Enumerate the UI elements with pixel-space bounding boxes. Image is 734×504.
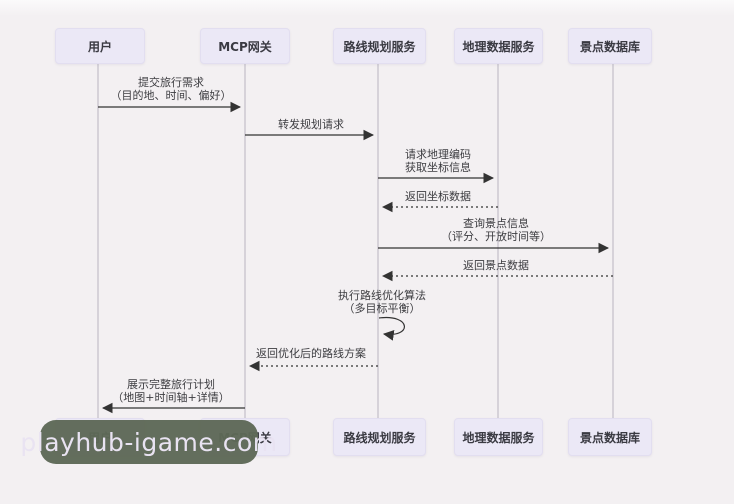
message-label-7: 执行路线优化算法 （多目标平衡） [297, 289, 467, 315]
message-9-line-2: （地图+时间轴+详情） [112, 391, 230, 404]
watermark-text: playhub-igame.com [20, 427, 278, 457]
message-5-line-1: 查询景点信息 [463, 217, 529, 230]
message-label-1: 提交旅行需求 （目的地、时间、偏好） [86, 76, 256, 102]
message-3-line-1: 请求地理编码 [405, 148, 471, 161]
actor-box-bottom-geo-data: 地理数据服务 [454, 418, 543, 456]
message-7-line-2: （多目标平衡） [343, 302, 421, 315]
actor-box-top-route-planning: 路线规划服务 [333, 28, 426, 64]
message-label-4: 返回坐标数据 [353, 190, 523, 203]
message-1-line-2: （目的地、时间、偏好） [110, 89, 232, 102]
watermark-pill: playhub-igame.com [20, 420, 277, 464]
message-4-line-1: 返回坐标数据 [405, 190, 471, 203]
message-3-line-2: 获取坐标信息 [405, 161, 471, 174]
message-label-2: 转发规划请求 [226, 118, 396, 131]
message-label-3: 请求地理编码 获取坐标信息 [353, 148, 523, 174]
message-5-line-2: （评分、开放时间等） [441, 230, 551, 243]
message-1-line-1: 提交旅行需求 [138, 76, 204, 89]
actor-box-top-user: 用户 [55, 28, 145, 64]
arrow-msg-7-self-loop [378, 316, 405, 341]
message-7-line-1: 执行路线优化算法 [338, 289, 426, 302]
message-9-line-1: 展示完整旅行计划 [127, 378, 215, 391]
message-label-5: 查询景点信息 （评分、开放时间等） [411, 217, 581, 243]
lifelines [97, 64, 614, 418]
message-6-line-1: 返回景点数据 [463, 259, 529, 272]
message-2-line-1: 转发规划请求 [278, 118, 344, 131]
message-label-8: 返回优化后的路线方案 [226, 347, 396, 360]
message-8-line-1: 返回优化后的路线方案 [256, 347, 366, 360]
actor-box-top-poi-database: 景点数据库 [568, 28, 652, 64]
actor-box-top-mcp-gateway: MCP网关 [200, 28, 290, 64]
message-arrows [98, 101, 613, 414]
message-label-9: 展示完整旅行计划 （地图+时间轴+详情） [86, 378, 256, 404]
message-label-6: 返回景点数据 [411, 259, 581, 272]
actor-box-bottom-poi-database: 景点数据库 [568, 418, 652, 456]
actor-box-top-geo-data: 地理数据服务 [454, 28, 543, 64]
actor-box-bottom-route-planning: 路线规划服务 [333, 418, 426, 456]
